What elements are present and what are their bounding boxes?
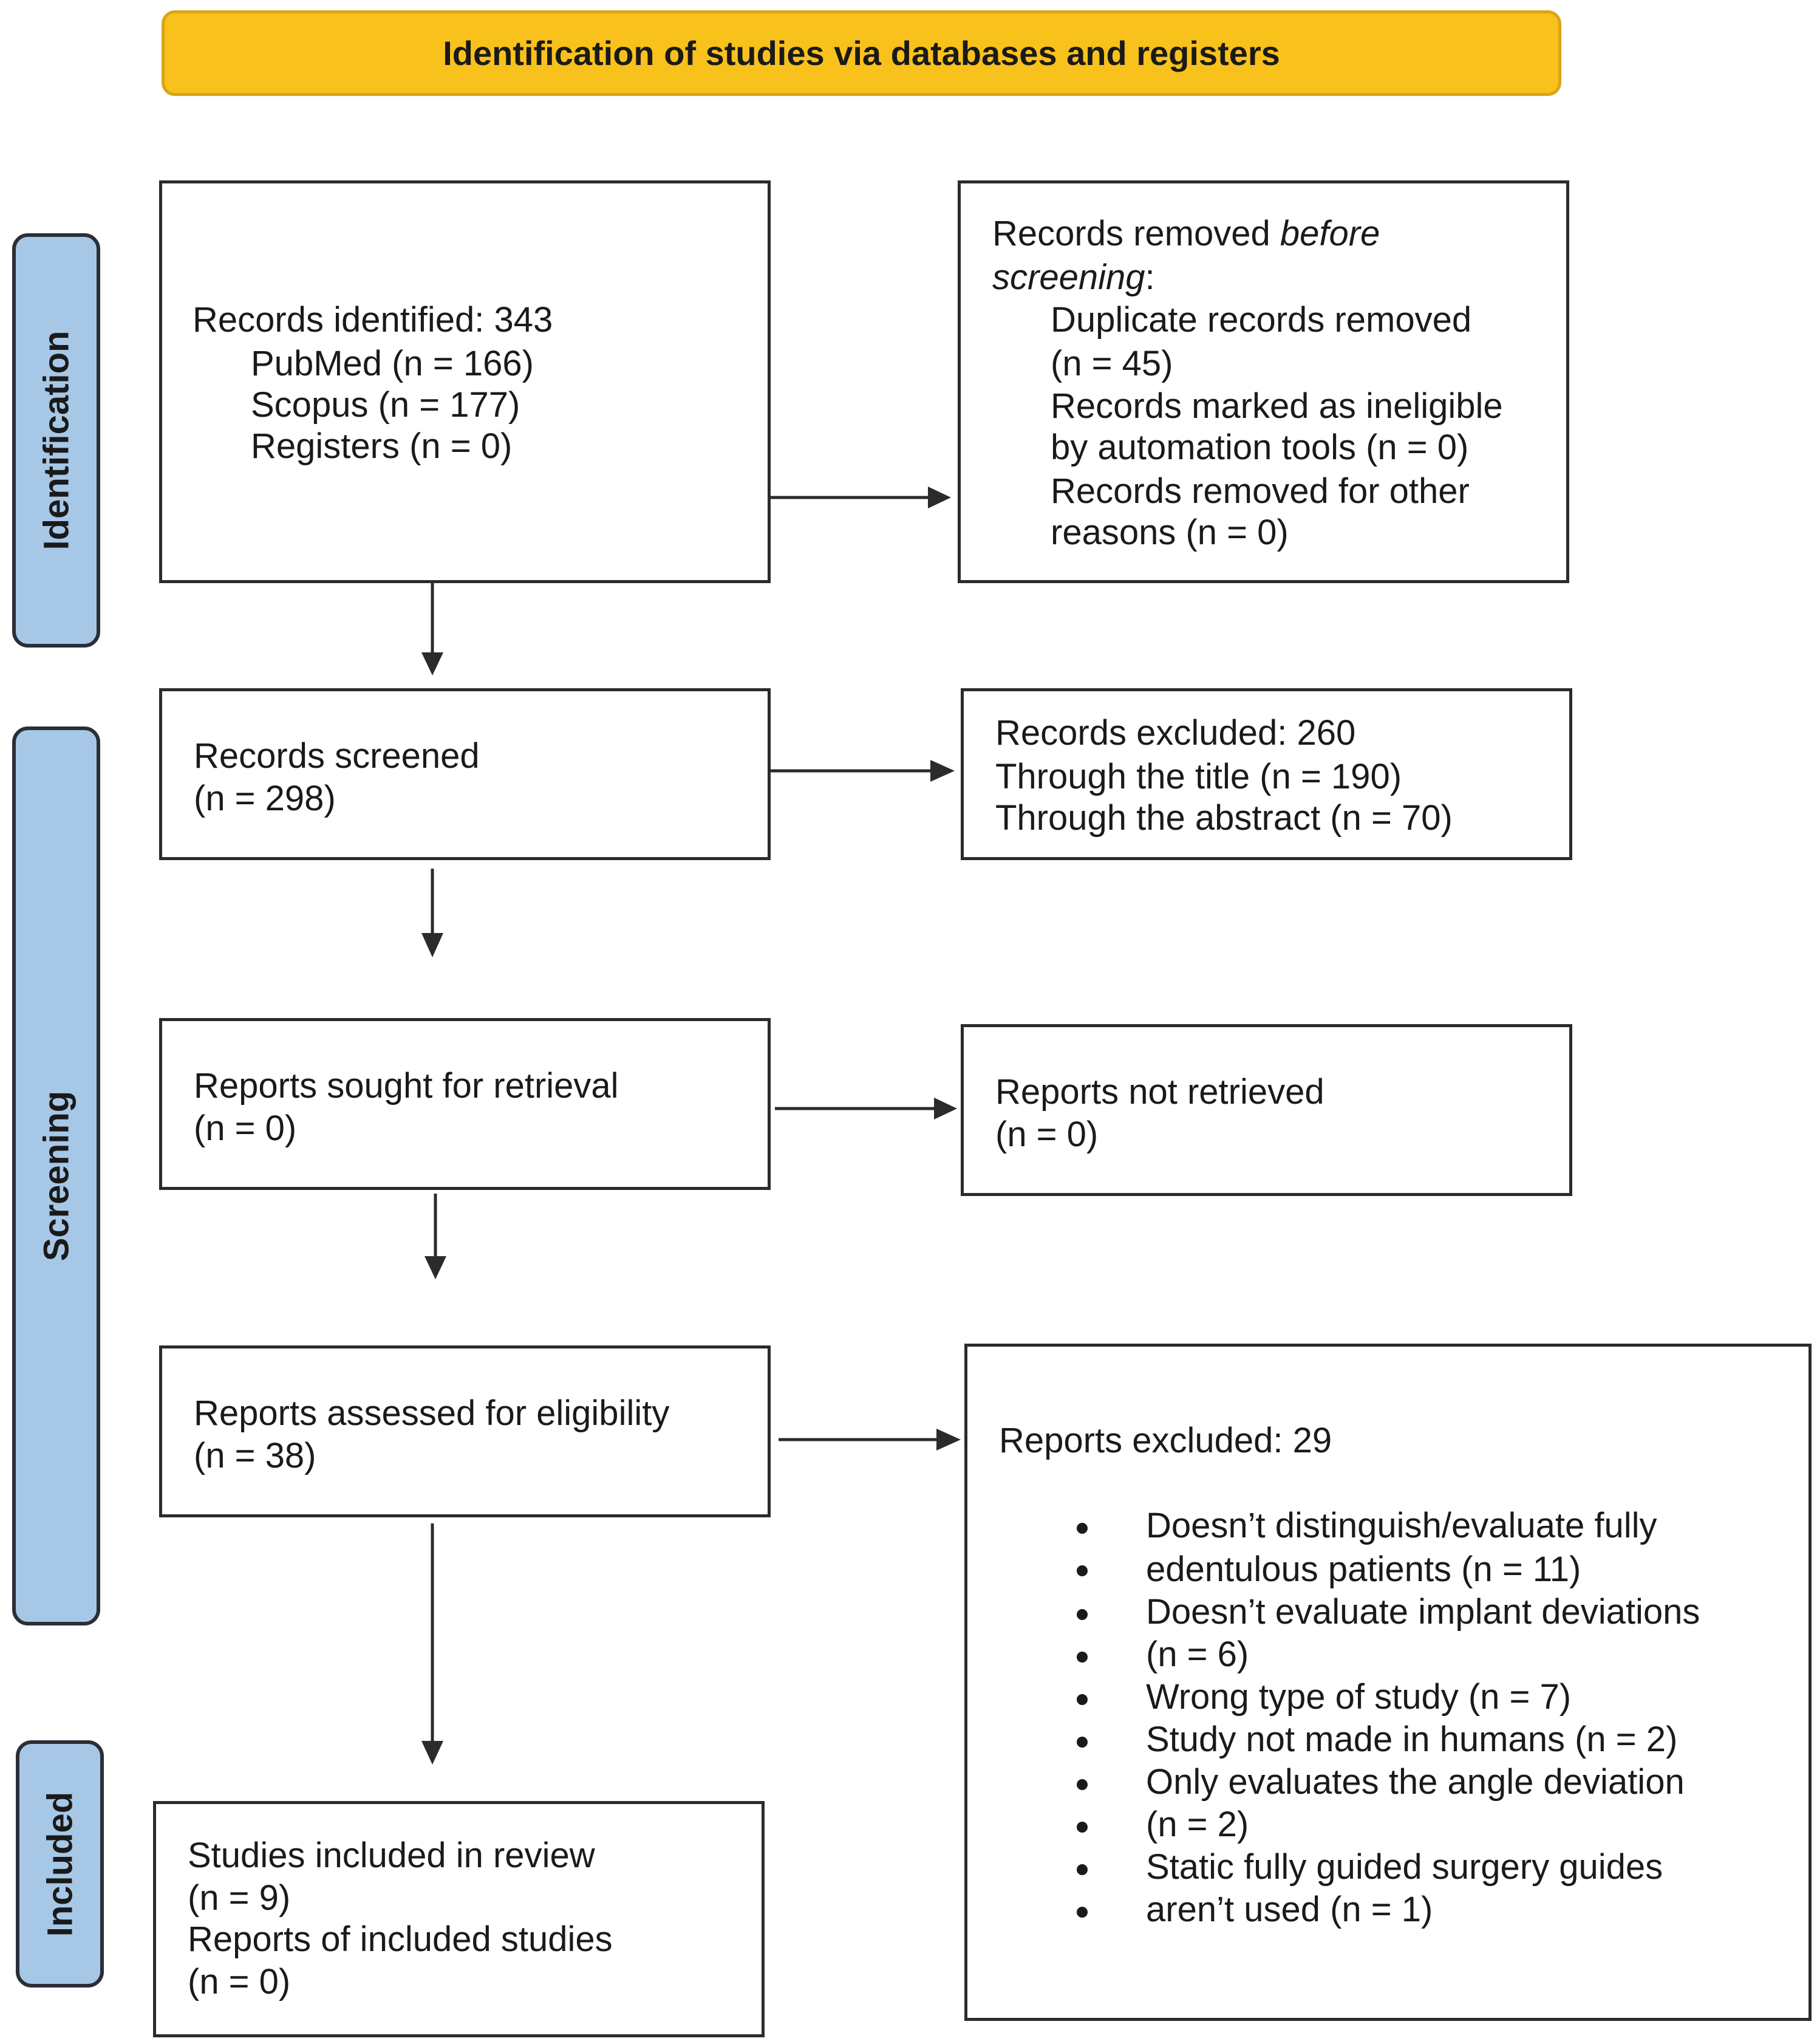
- exclusion-reason: Study not made in humans (n = 2): [967, 1718, 1808, 1761]
- records-screened-box: Records screened (n = 298): [159, 688, 771, 860]
- reports-not-retrieved-label: Reports not retrieved: [995, 1072, 1324, 1112]
- arrowhead-screened-to-excluded: [930, 760, 955, 782]
- arrowhead-identified-to-screened: [421, 652, 443, 675]
- records-identified-scopus: Scopus (n = 177): [251, 385, 520, 425]
- exclusion-reason: Doesn’t evaluate implant deviations: [967, 1591, 1808, 1633]
- records-identified-pubmed: PubMed (n = 166): [251, 344, 534, 383]
- exclusion-reason: Wrong type of study (n = 7): [967, 1676, 1808, 1718]
- reports-excluded-title: Reports excluded: 29: [999, 1421, 1332, 1460]
- header-banner: Identification of studies via databases …: [162, 10, 1561, 96]
- reports-sought-count: (n = 0): [194, 1109, 297, 1148]
- header-title: Identification of studies via databases …: [443, 34, 1280, 72]
- records-screened-label: Records screened: [194, 736, 480, 776]
- records-identified-box: Records identified: 343 PubMed (n = 166)…: [159, 180, 771, 583]
- reports-not-retrieved-count: (n = 0): [995, 1115, 1099, 1154]
- exclusion-reasons-list: Doesn’t distinguish/evaluate fully edent…: [967, 1505, 1808, 1931]
- arrowhead-sought-to-not-retrieved: [934, 1098, 957, 1119]
- reports-assessed-box: Reports assessed for eligibility (n = 38…: [159, 1345, 771, 1517]
- records-screened-count: (n = 298): [194, 779, 336, 818]
- reports-sought-box: Reports sought for retrieval (n = 0): [159, 1018, 771, 1190]
- records-excluded-total: Records excluded: 260: [995, 713, 1356, 753]
- records-excluded-box: Records excluded: 260 Through the title …: [961, 688, 1572, 860]
- arrowhead-screened-to-sought: [421, 933, 443, 957]
- exclusion-reason: (n = 2): [967, 1803, 1808, 1846]
- reports-sought-label: Reports sought for retrieval: [194, 1066, 619, 1106]
- exclusion-reason: Static fully guided surgery guides: [967, 1846, 1808, 1888]
- phase-included: Included: [16, 1740, 104, 1988]
- included-reports-label: Reports of included studies: [188, 1919, 613, 1959]
- reports-assessed-label: Reports assessed for eligibility: [194, 1393, 670, 1433]
- studies-included-count: (n = 9): [188, 1878, 291, 1918]
- exclusion-reason: Only evaluates the angle deviation: [967, 1761, 1808, 1803]
- ineligible-line1: Records marked as ineligible: [1051, 386, 1503, 426]
- reports-not-retrieved-box: Reports not retrieved (n = 0): [961, 1024, 1572, 1196]
- arrowhead-identified-to-removed: [928, 487, 951, 508]
- exclusion-reason: (n = 6): [967, 1633, 1808, 1676]
- arrowhead-assessed-to-reports-excluded: [936, 1429, 961, 1451]
- records-excluded-title: Through the title (n = 190): [995, 757, 1402, 796]
- arrowhead-assessed-to-included: [421, 1741, 443, 1765]
- records-removed-title-line1: Records removed before: [992, 214, 1380, 253]
- exclusion-reason: Doesn’t distinguish/evaluate fully: [967, 1505, 1808, 1547]
- phase-screening: Screening: [12, 726, 100, 1625]
- exclusion-reason: edentulous patients (n = 11): [967, 1547, 1808, 1591]
- other-reasons-line2: reasons (n = 0): [1051, 513, 1289, 552]
- records-excluded-abstract: Through the abstract (n = 70): [995, 798, 1453, 838]
- duplicates-line2: (n = 45): [1051, 344, 1173, 383]
- studies-included-label: Studies included in review: [188, 1836, 595, 1875]
- other-reasons-line1: Records removed for other: [1051, 471, 1470, 511]
- records-removed-title-line2: screening:: [992, 258, 1155, 297]
- included-reports-count: (n = 0): [188, 1962, 291, 2001]
- records-identified-registers: Registers (n = 0): [251, 426, 513, 466]
- studies-included-box: Studies included in review (n = 9) Repor…: [153, 1801, 765, 2037]
- reports-assessed-count: (n = 38): [194, 1436, 316, 1475]
- duplicates-line1: Duplicate records removed: [1051, 300, 1472, 340]
- records-removed-box: Records removed before screening: Duplic…: [958, 180, 1569, 583]
- phase-identification: Identification: [12, 233, 100, 648]
- records-identified-total: Records identified: 343: [193, 300, 553, 340]
- reports-excluded-box: Reports excluded: 29 Doesn’t distinguish…: [964, 1344, 1812, 2021]
- arrowhead-sought-to-assessed: [424, 1256, 446, 1279]
- ineligible-line2: by automation tools (n = 0): [1051, 428, 1469, 467]
- exclusion-reason: aren’t used (n = 1): [967, 1888, 1808, 1931]
